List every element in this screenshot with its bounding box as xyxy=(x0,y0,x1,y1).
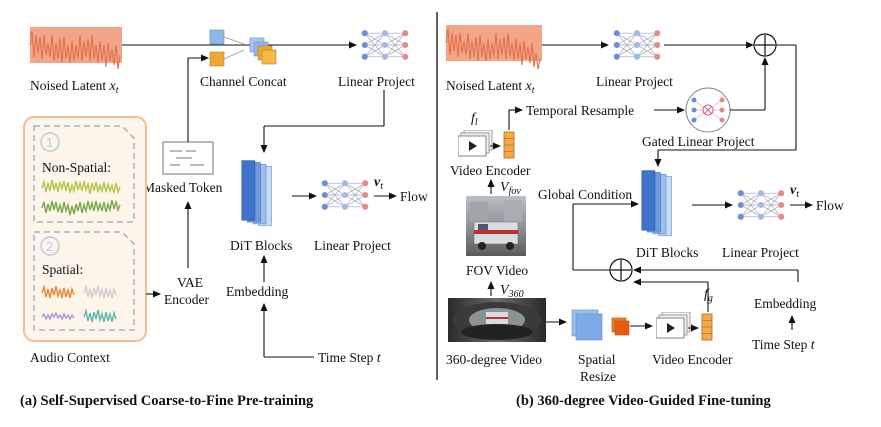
v-360-label: V360 xyxy=(500,283,524,300)
noised-latent-right-noise-icon xyxy=(445,25,542,70)
dit-blocks-icon xyxy=(241,160,272,227)
embedding-label: Embedding xyxy=(226,284,288,299)
video-360-image xyxy=(448,298,546,342)
plus-bottom-icon xyxy=(609,258,633,282)
noised-latent-noise-icon xyxy=(29,27,122,70)
gated-linear-project-label: Gated Linear Project xyxy=(642,134,755,149)
waveform-green-2 xyxy=(41,199,121,216)
audio-context-box xyxy=(23,116,147,342)
flow-label: Flow xyxy=(400,189,428,204)
temporal-resample-label: Temporal Resample xyxy=(526,103,634,118)
dit-blocks-right-icon xyxy=(641,170,672,237)
v-t-right-label: vt xyxy=(790,183,799,200)
linear-project-right-bottom-mlp-icon xyxy=(737,189,785,221)
masked-token-label: Masked Token xyxy=(143,180,223,195)
audio-context-label: Audio Context xyxy=(30,350,110,365)
v-fov-label: Vfov xyxy=(500,180,521,197)
global-condition-label: Global Condition xyxy=(538,187,632,202)
waveform-orange xyxy=(41,284,75,299)
linear-project-right-top-label: Linear Project xyxy=(596,74,673,89)
gated-linear-project-icon xyxy=(685,87,731,133)
channel-concat-icon xyxy=(209,29,277,67)
linear-project-top-label: Linear Project xyxy=(338,74,415,89)
waveform-teal xyxy=(83,308,117,323)
masked-token-icon xyxy=(162,141,214,175)
fov-video-image xyxy=(466,196,526,256)
waveform-purple xyxy=(41,311,75,321)
non-spatial-label: Non-Spatial: xyxy=(42,160,111,175)
video-encoder-top-icon xyxy=(458,130,514,158)
linear-project-bottom-label: Linear Project xyxy=(314,238,391,253)
embedding-right-label: Embedding xyxy=(754,296,816,311)
video-encoder-bottom-label: Video Encoder xyxy=(652,352,733,367)
caption-left: (a) Self-Supervised Coarse-to-Fine Pre-t… xyxy=(20,393,314,409)
caption-right: (b) 360-degree Video-Guided Fine-tuning xyxy=(516,393,771,409)
video-360-label: 360-degree Video xyxy=(446,352,542,367)
dit-blocks-label: DiT Blocks xyxy=(230,238,292,253)
spatial-resize-label-1: Spatial xyxy=(578,352,616,367)
vae-label-line2: Encoder xyxy=(164,292,209,307)
spatial-resize-label-2: Resize xyxy=(580,369,616,384)
time-step-right-label: Time Step t xyxy=(752,337,816,353)
badge-2: 2 xyxy=(46,239,53,254)
waveform-green-1 xyxy=(41,179,121,195)
f-l-label: fl xyxy=(471,111,478,128)
linear-project-bottom-mlp-icon xyxy=(321,179,369,211)
noised-latent-right-label: Noised Latent xt xyxy=(446,78,535,96)
non-spatial-group: 1 Non-Spatial: xyxy=(33,125,135,223)
plus-top-icon xyxy=(753,33,777,57)
vae-label-line1: VAE xyxy=(177,275,203,290)
channel-concat-label: Channel Concat xyxy=(200,74,287,89)
spatial-group: 2 Spatial: xyxy=(33,231,135,331)
spatial-label: Spatial: xyxy=(42,262,83,277)
waveform-grey xyxy=(83,284,117,299)
linear-project-top-mlp-icon xyxy=(361,29,409,61)
noised-latent-label: Noised Latent xt xyxy=(30,78,119,96)
linear-project-right-bottom-label: Linear Project xyxy=(722,245,799,260)
badge-1: 1 xyxy=(46,135,53,150)
v-t-label: vt xyxy=(374,175,383,192)
dit-blocks-right-label: DiT Blocks xyxy=(636,245,698,260)
spatial-resize-icon xyxy=(571,309,630,341)
fov-video-label: FOV Video xyxy=(466,263,528,278)
f-g-label: fg xyxy=(704,287,713,304)
video-encoder-top-label: Video Encoder xyxy=(450,163,531,178)
video-encoder-bottom-icon xyxy=(656,312,712,340)
flow-right-label: Flow xyxy=(816,198,844,213)
time-step-label: Time Step t xyxy=(318,350,382,366)
linear-project-right-top-mlp-icon xyxy=(613,29,661,61)
